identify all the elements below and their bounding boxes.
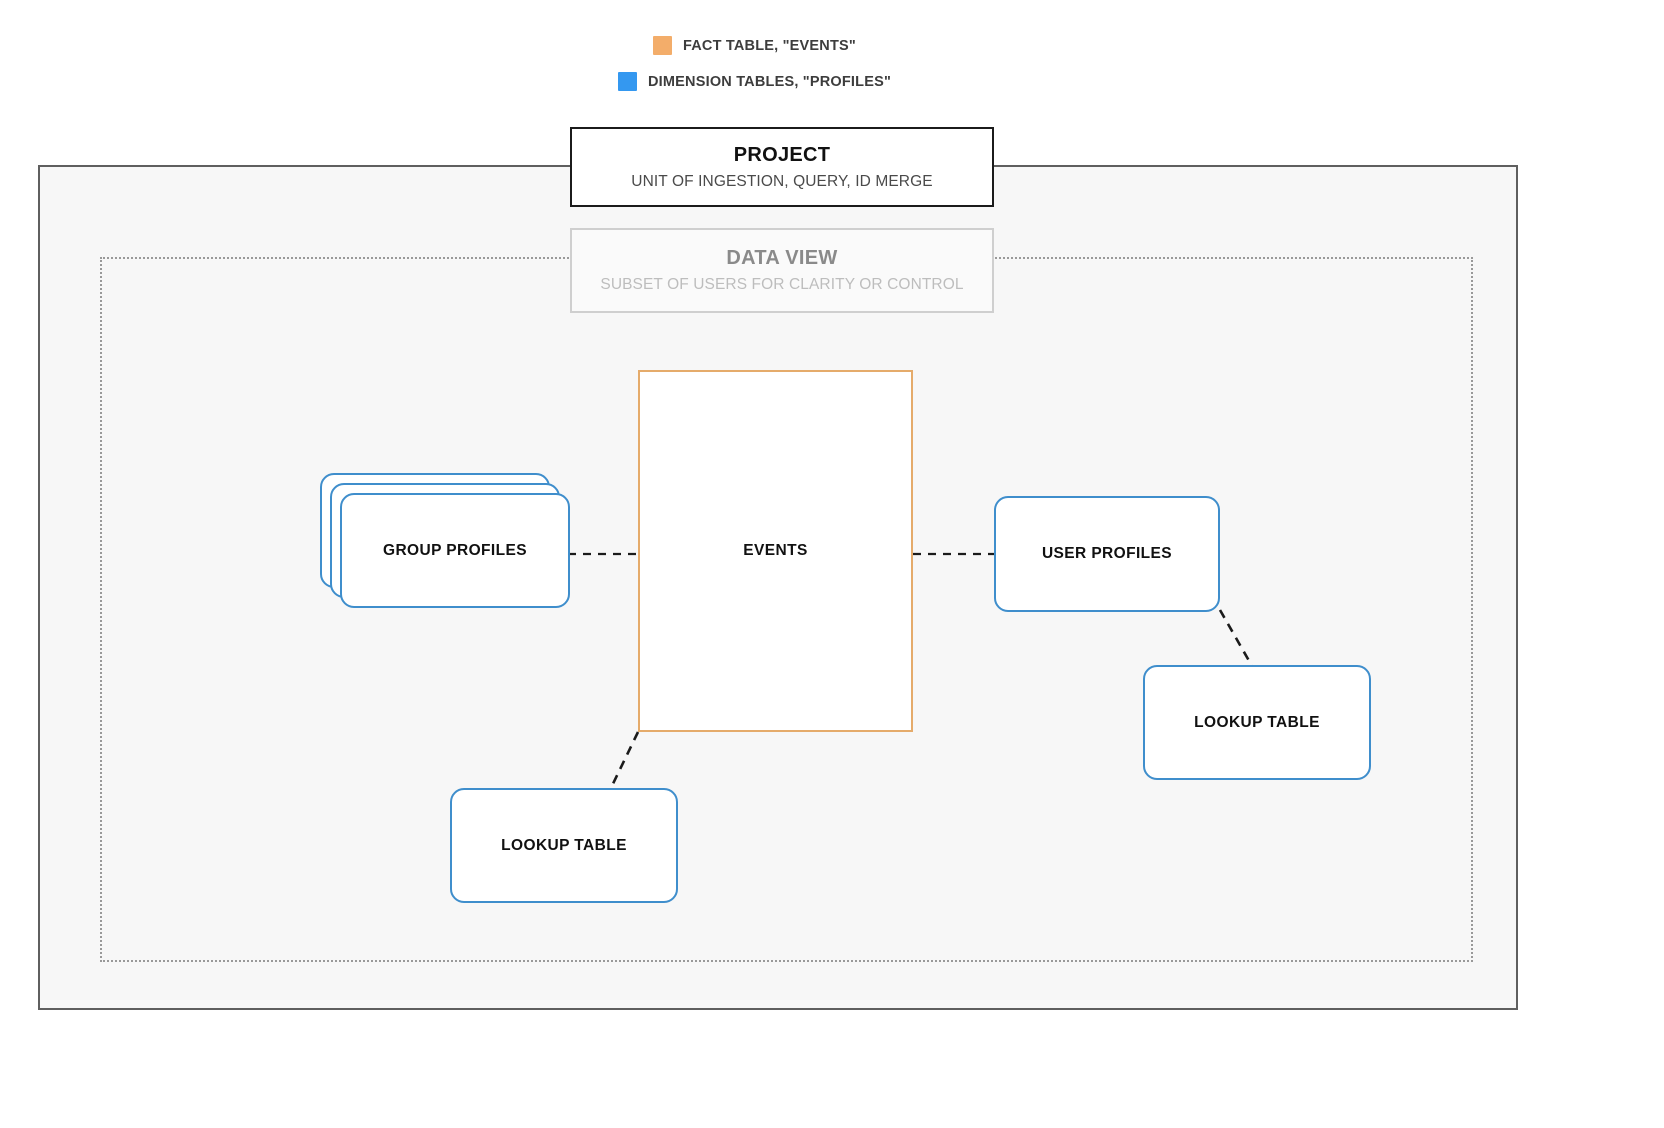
node-user-profiles-label: USER PROFILES (1041, 545, 1173, 562)
legend-label-dimension-tables: DIMENSION TABLES, "PROFILES" (648, 73, 892, 90)
node-group-profiles[interactable]: GROUP PROFILES (320, 473, 570, 608)
legend-item-fact-table: FACT TABLE, "EVENTS" (653, 36, 856, 55)
legend-label-fact-table: FACT TABLE, "EVENTS" (683, 37, 856, 54)
node-lookup-table-left-label: LOOKUP TABLE (501, 836, 627, 854)
node-events-label: EVENTS (743, 542, 808, 559)
project-subtitle: UNIT OF INGESTION, QUERY, ID MERGE (631, 172, 933, 190)
project-card[interactable]: PROJECT UNIT OF INGESTION, QUERY, ID MER… (570, 127, 994, 207)
node-lookup-table-left[interactable]: LOOKUP TABLE (450, 788, 678, 903)
node-lookup-table-right-label: LOOKUP TABLE (1194, 713, 1320, 731)
node-lookup-table-right[interactable]: LOOKUP TABLE (1143, 665, 1371, 780)
data-view-card[interactable]: DATA VIEW SUBSET OF USERS FOR CLARITY OR… (570, 228, 994, 313)
data-view-title: DATA VIEW (726, 247, 838, 269)
node-events[interactable]: EVENTS (638, 370, 913, 732)
data-view-subtitle: SUBSET OF USERS FOR CLARITY OR CONTROL (600, 276, 964, 293)
node-group-profiles-label: GROUP PROFILES (383, 541, 527, 559)
square-swatch-icon-dimension (618, 72, 637, 91)
node-group-profiles-card-front[interactable]: GROUP PROFILES (340, 493, 570, 608)
legend-item-dimension-tables: DIMENSION TABLES, "PROFILES" (618, 72, 891, 91)
square-swatch-icon-fact (653, 36, 672, 55)
node-user-profiles[interactable]: USER PROFILES (994, 496, 1220, 612)
project-title: PROJECT (733, 143, 831, 166)
